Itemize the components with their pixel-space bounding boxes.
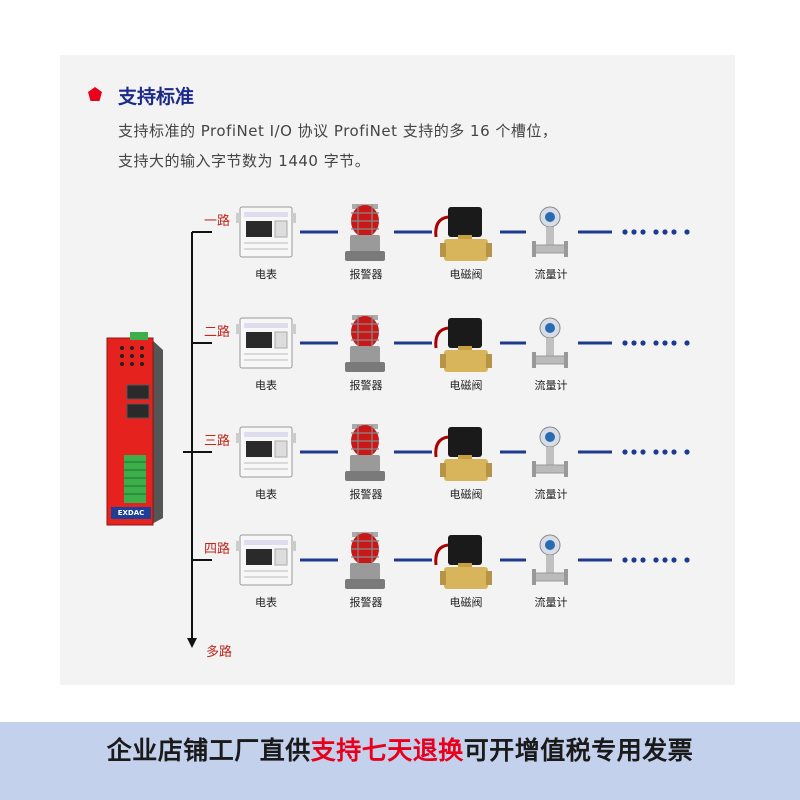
footer-part-3: 可开增值税专用发票	[463, 736, 694, 765]
alarm-device-label: 报警器	[349, 596, 383, 609]
dots-more-icon	[622, 229, 690, 235]
more-routes-label: 多路	[206, 645, 233, 660]
route-label: 二路	[204, 325, 231, 340]
solenoid-valve-device-label: 电磁阀	[449, 596, 483, 609]
footer-part-2: 支持七天退换	[310, 736, 464, 765]
footer-banner	[0, 722, 800, 800]
meter-device-icon	[235, 426, 297, 478]
meter-device-label: 电表	[255, 596, 277, 609]
route-label: 三路	[204, 434, 231, 449]
flow-meter-device-label: 流量计	[534, 268, 568, 281]
dots-more-icon	[622, 449, 690, 455]
flow-meter-device-label: 流量计	[534, 488, 568, 501]
alarm-device-icon	[344, 531, 386, 590]
solenoid-valve-device-label: 电磁阀	[449, 488, 483, 501]
description-line-1: 支持标准的 ProfiNet I/O 协议 ProfiNet 支持的多 16 个…	[118, 122, 558, 140]
description-line-2: 支持大的输入字节数为 1440 字节。	[118, 152, 371, 170]
section-title: 支持标准	[118, 86, 195, 108]
footer-part-1: 企业店铺工厂直供	[106, 736, 311, 765]
flow-meter-device-label: 流量计	[534, 596, 568, 609]
flow-meter-device-label: 流量计	[534, 379, 568, 392]
meter-device-icon	[235, 206, 297, 258]
pentagon-bullet-icon	[88, 87, 102, 101]
solenoid-valve-device-icon	[434, 425, 494, 483]
flow-meter-device-icon	[531, 317, 569, 369]
footer-text: 企业店铺工厂直供支持七天退换可开增值税专用发票	[0, 722, 800, 780]
flow-meter-device-icon	[531, 426, 569, 478]
flow-meter-device-icon	[531, 206, 569, 258]
route-label: 一路	[204, 214, 231, 229]
flow-meter-device-icon	[531, 534, 569, 586]
gateway-device	[106, 332, 163, 526]
content-panel	[60, 55, 735, 685]
solenoid-valve-device-icon	[434, 205, 494, 263]
solenoid-valve-device-label: 电磁阀	[449, 379, 483, 392]
alarm-device-label: 报警器	[349, 268, 383, 281]
bus-line	[183, 232, 197, 648]
meter-device-label: 电表	[255, 488, 277, 501]
gateway-brand-label: EXDAC	[111, 507, 151, 519]
dots-more-icon	[622, 557, 690, 563]
meter-device-label: 电表	[255, 268, 277, 281]
alarm-device-icon	[344, 203, 386, 262]
alarm-device-label: 报警器	[349, 488, 383, 501]
solenoid-valve-device-label: 电磁阀	[449, 268, 483, 281]
meter-device-icon	[235, 317, 297, 369]
alarm-device-icon	[344, 423, 386, 482]
solenoid-valve-device-icon	[434, 533, 494, 591]
dots-more-icon	[622, 340, 690, 346]
alarm-device-label: 报警器	[349, 379, 383, 392]
solenoid-valve-device-icon	[434, 316, 494, 374]
alarm-device-icon	[344, 314, 386, 373]
route-label: 四路	[204, 542, 231, 557]
meter-device-label: 电表	[255, 379, 277, 392]
meter-device-icon	[235, 534, 297, 586]
